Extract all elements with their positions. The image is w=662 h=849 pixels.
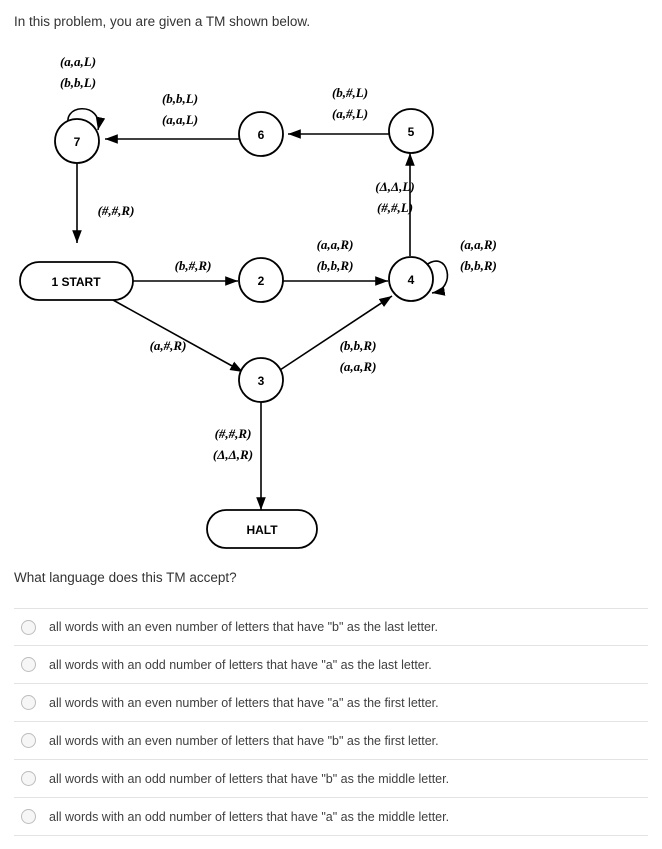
question-prompt: What language does this TM accept? — [14, 570, 237, 585]
edge-label-2to4-a: (a,a,R) — [317, 237, 354, 252]
option-row[interactable]: all words with an odd number of letters … — [14, 760, 648, 798]
tm-diagram: 7 6 5 1 START 2 4 3 HALT (a,a,L) (b,b,L)… — [0, 38, 662, 558]
edge-label-3tohalt-a: (#,#,R) — [215, 426, 252, 441]
option-label: all words with an even number of letters… — [49, 695, 439, 710]
radio-button-icon[interactable] — [21, 809, 36, 824]
edge-label-7to1: (#,#,R) — [98, 203, 135, 218]
radio-button-icon[interactable] — [21, 695, 36, 710]
state-7 — [54, 118, 100, 164]
option-label: all words with an even number of letters… — [49, 620, 438, 634]
option-row[interactable]: all words with an odd number of letters … — [14, 646, 648, 684]
edge-label-1to3: (a,#,R) — [150, 338, 187, 353]
edge-label-3to4-b: (a,a,R) — [340, 359, 377, 374]
state-halt — [206, 509, 318, 549]
state-2-label: 2 — [258, 274, 265, 288]
state-6 — [238, 111, 284, 157]
state-1 — [19, 261, 134, 301]
edge-label-loop4-a: (a,a,R) — [460, 237, 497, 252]
option-label: all words with an odd number of letters … — [49, 809, 450, 824]
option-row[interactable]: all words with an even number of letters… — [14, 684, 648, 722]
radio-button-icon[interactable] — [21, 619, 36, 635]
radio-button-icon[interactable] — [21, 657, 36, 672]
state-halt-label: HALT — [246, 523, 278, 537]
radio-button-icon[interactable] — [21, 771, 36, 786]
radio-button-icon[interactable] — [21, 733, 36, 748]
edge-3-to-4 — [279, 295, 393, 371]
state-5-label: 5 — [408, 125, 415, 139]
edge-label-5to6-b: (a,#,L) — [332, 106, 368, 121]
edge-label-3tohalt-b: (Δ,Δ,R) — [213, 447, 253, 462]
edge-label-4to5-a: (Δ,Δ,L) — [375, 179, 414, 194]
option-label: all words with an even number of letters… — [49, 733, 439, 748]
state-4 — [388, 256, 434, 302]
state-1-label: 1 START — [51, 275, 101, 289]
edge-1-to-3 — [112, 299, 244, 373]
state-3 — [238, 357, 284, 403]
state-4-label: 4 — [408, 273, 415, 287]
option-row[interactable]: all words with an odd number of letters … — [14, 798, 648, 836]
edge-label-1to2: (b,#,R) — [175, 258, 212, 273]
edge-label-6to7-a: (b,b,L) — [162, 91, 198, 106]
option-label: all words with an odd number of letters … — [49, 771, 450, 786]
edge-label-5to6-a: (b,#,L) — [332, 85, 368, 100]
answer-options: all words with an even number of letters… — [14, 608, 648, 836]
state-3-label: 3 — [258, 374, 265, 388]
option-label: all words with an odd number of letters … — [49, 657, 432, 672]
edge-label-loop7-a: (a,a,L) — [60, 54, 96, 69]
edge-label-4to5-b: (#,#,L) — [377, 200, 413, 215]
edge-label-6to7-b: (a,a,L) — [162, 112, 198, 127]
state-6-label: 6 — [258, 128, 265, 142]
state-2 — [238, 257, 284, 303]
edge-4-self — [424, 260, 449, 296]
option-row[interactable]: all words with an even number of letters… — [14, 608, 648, 646]
edge-label-loop7-b: (b,b,L) — [60, 75, 96, 90]
question-intro: In this problem, you are given a TM show… — [14, 14, 311, 29]
edge-label-2to4-b: (b,b,R) — [317, 258, 354, 273]
edge-label-3to4-a: (b,b,R) — [340, 338, 377, 353]
edge-label-loop4-b: (b,b,R) — [460, 258, 497, 273]
state-7-label: 7 — [74, 135, 81, 149]
state-5 — [388, 108, 434, 154]
option-row[interactable]: all words with an even number of letters… — [14, 722, 648, 760]
